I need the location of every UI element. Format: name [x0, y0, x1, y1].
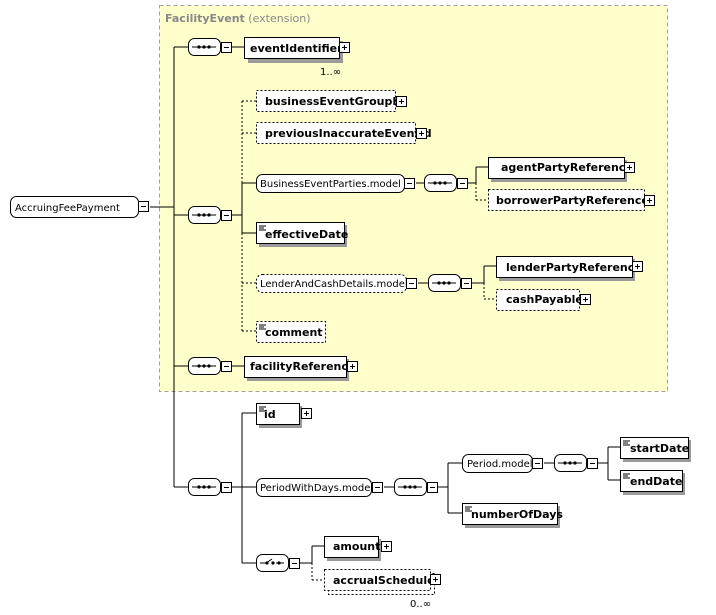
- element-label: facilityReference: [250, 360, 355, 373]
- element-effective-date[interactable]: effectiveDate: [256, 222, 349, 248]
- group-business-event-parties-model[interactable]: BusinessEventParties.model: [256, 174, 415, 193]
- element-agent-party-reference[interactable]: agentPartyReference: [488, 157, 635, 183]
- element-label: startDate: [630, 442, 689, 455]
- text-content-icon: [259, 225, 266, 231]
- expand-icon[interactable]: [381, 541, 392, 552]
- sequence-compositor: [188, 38, 232, 56]
- sequence-compositor: [188, 206, 232, 224]
- expand-icon[interactable]: [301, 408, 312, 419]
- collapse-icon[interactable]: [406, 278, 417, 289]
- sequence-compositor: [424, 174, 468, 192]
- group-period-model[interactable]: Period.model: [462, 454, 543, 473]
- expand-icon[interactable]: [644, 195, 655, 206]
- expand-icon[interactable]: [396, 96, 407, 107]
- sequence-compositor: [428, 274, 472, 292]
- element-facility-reference[interactable]: facilityReference: [244, 356, 358, 382]
- element-label: endDate: [630, 475, 682, 488]
- element-accrual-schedule[interactable]: accrualSchedule 0..∞: [324, 569, 441, 611]
- sequence-compositor: [188, 478, 232, 496]
- expand-icon[interactable]: [580, 294, 591, 305]
- group-label: Period.model: [467, 459, 533, 470]
- element-label: lenderPartyReference: [506, 261, 642, 274]
- root-element[interactable]: AccruingFeePayment: [10, 196, 149, 218]
- choice-compositor: [256, 554, 300, 572]
- element-end-date[interactable]: endDate: [620, 470, 686, 496]
- expand-icon[interactable]: [632, 261, 643, 272]
- group-label: BusinessEventParties.model: [260, 179, 401, 190]
- text-content-icon: [623, 473, 630, 479]
- element-label: eventIdentifier: [250, 42, 343, 55]
- element-label: id: [264, 408, 276, 421]
- element-borrower-party-reference[interactable]: borrowerPartyReference: [488, 189, 655, 211]
- element-label: numberOfDays: [471, 508, 563, 521]
- element-amount[interactable]: amount: [324, 536, 392, 562]
- element-lender-party-reference[interactable]: lenderPartyReference: [496, 256, 643, 282]
- expand-icon[interactable]: [430, 574, 441, 585]
- element-label: amount: [333, 540, 380, 553]
- element-label: accrualSchedule: [333, 574, 435, 587]
- sequence-compositor: [554, 454, 598, 472]
- element-business-event-group-id[interactable]: businessEventGroupId: [256, 90, 407, 112]
- expand-icon[interactable]: [347, 361, 358, 372]
- extension-title: FacilityEvent (extension): [165, 12, 311, 25]
- element-label: effectiveDate: [265, 228, 348, 241]
- text-content-icon: [259, 406, 266, 412]
- collapse-icon[interactable]: [138, 201, 149, 212]
- element-number-of-days[interactable]: numberOfDays: [462, 503, 564, 529]
- text-content-icon: [465, 506, 472, 512]
- sequence-compositor: [188, 357, 232, 375]
- group-period-with-days-model[interactable]: PeriodWithDays.model: [256, 478, 383, 497]
- element-comment[interactable]: comment: [256, 321, 326, 343]
- text-content-icon: [259, 324, 266, 330]
- occurrence-label: 0..∞: [410, 599, 431, 610]
- group-label: PeriodWithDays.model: [260, 483, 373, 494]
- element-label: borrowerPartyReference: [496, 194, 649, 207]
- element-previous-inaccurate-event-id[interactable]: previousInaccurateEventId: [256, 122, 432, 144]
- sequence-compositor: [394, 478, 438, 496]
- occurrence-label: 1..∞: [320, 67, 341, 78]
- root-label: AccruingFeePayment: [15, 203, 120, 214]
- element-cash-payable[interactable]: cashPayable: [496, 289, 591, 311]
- element-label: cashPayable: [506, 293, 583, 306]
- element-label: previousInaccurateEventId: [265, 127, 432, 140]
- group-label: LenderAndCashDetails.model: [260, 279, 408, 290]
- element-label: agentPartyReference: [501, 161, 633, 174]
- collapse-icon[interactable]: [532, 458, 543, 469]
- expand-icon[interactable]: [624, 162, 635, 173]
- text-content-icon: [623, 440, 630, 446]
- element-id[interactable]: id: [256, 403, 312, 429]
- element-label: comment: [265, 326, 323, 339]
- element-start-date[interactable]: startDate: [620, 437, 692, 463]
- expand-icon[interactable]: [339, 42, 350, 53]
- collapse-icon[interactable]: [372, 482, 383, 493]
- expand-icon[interactable]: [416, 128, 427, 139]
- element-label: businessEventGroupId: [265, 95, 404, 108]
- collapse-icon[interactable]: [404, 178, 415, 189]
- element-event-identifier[interactable]: eventIdentifier 1..∞: [244, 37, 350, 79]
- group-lender-and-cash-details-model[interactable]: LenderAndCashDetails.model: [256, 274, 417, 293]
